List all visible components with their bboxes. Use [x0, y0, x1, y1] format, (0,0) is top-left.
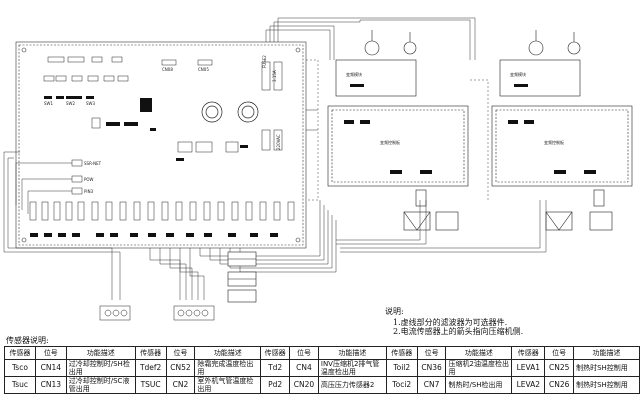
- col-function: 功能描述: [445, 346, 513, 360]
- cn05-label: CN05: [198, 67, 209, 72]
- notes-line1: 1.虚线部分的滤波器为可选器件.: [393, 318, 508, 327]
- module2-control-label: 变频控制板: [544, 140, 564, 145]
- sensor-cell: LEVA1: [511, 359, 546, 377]
- col-function: 功能描述: [65, 346, 136, 360]
- position-cell: CN36: [416, 359, 447, 377]
- col-position: 位号: [34, 346, 67, 360]
- position-cell: CN14: [34, 359, 67, 377]
- sensor-cell: TSUC: [134, 376, 167, 394]
- pin-label: PIN3: [84, 189, 94, 194]
- main-control-board: [15, 41, 307, 249]
- function-cell: 压缩机2油温度检出用: [445, 359, 513, 377]
- col-position: 位号: [289, 346, 319, 360]
- function-cell: 制热时/SH检出用: [445, 376, 513, 394]
- function-cell: 过冷却控制时/SH检出用: [65, 359, 136, 377]
- function-cell: INV压缩机2排气管温度检出用: [317, 359, 387, 377]
- position-cell: CN4: [289, 359, 319, 377]
- function-cell: 室外机气管温度检出用: [194, 376, 262, 394]
- position-cell: CN25: [544, 359, 575, 377]
- sensor-cell: Toil2: [385, 359, 418, 377]
- col-sensor: 传感器: [134, 346, 167, 360]
- sensor-cell: Toci2: [385, 376, 418, 394]
- function-cell: 除霜完成温度检出用: [194, 359, 262, 377]
- function-cell: 制热时SH控制用: [573, 376, 640, 394]
- position-cell: CN26: [544, 376, 575, 394]
- sensor-legend-table: 传感器 位号 功能描述 传感器 位号 功能描述 传感器 位号 功能描述 传感器 …: [4, 346, 640, 394]
- sensor-cell: Pd2: [260, 376, 291, 394]
- module1-control-label: 变频控制板: [380, 140, 400, 145]
- inverter-module-2: [491, 30, 633, 231]
- module2-inverter-label: 变频模块: [510, 72, 526, 77]
- legend-header-row: 传感器 位号 功能描述 传感器 位号 功能描述 传感器 位号 功能描述 传感器 …: [4, 346, 640, 360]
- col-position: 位号: [544, 346, 575, 360]
- position-cell: CN52: [165, 359, 196, 377]
- sensor-connectors: [99, 305, 215, 321]
- function-cell: 过冷却控制时/SC液管出用: [65, 376, 136, 394]
- notes-heading: 说明:: [385, 307, 404, 316]
- col-sensor: 传感器: [511, 346, 546, 360]
- function-cell: 制热时SH控制用: [573, 359, 640, 377]
- sw3-label: SW3: [86, 101, 96, 106]
- sensor-cell: Td2: [260, 359, 291, 377]
- wiring-diagram: [3, 17, 633, 321]
- sensor-cell: Tsco: [4, 359, 36, 377]
- ssr-label: SSR-NET: [84, 161, 102, 166]
- sensor-cell: Tdef2: [134, 359, 167, 377]
- terminal-row: [29, 201, 295, 221]
- sensor-cell: Tsuc: [4, 376, 36, 394]
- col-position: 位号: [165, 346, 196, 360]
- fuse-rating-label: 3.15A: [272, 70, 277, 82]
- col-sensor: 传感器: [260, 346, 291, 360]
- function-cell: 高压压力传感器2: [317, 376, 387, 394]
- position-cell: CN20: [289, 376, 319, 394]
- table-row: Tsco CN14 过冷却控制时/SH检出用 Tdef2 CN52 除霜完成温度…: [4, 359, 640, 377]
- capacitors: [201, 101, 259, 123]
- legend-title: 传感器说明:: [6, 336, 49, 345]
- col-function: 功能描述: [573, 346, 640, 360]
- pow-label: POW: [84, 177, 94, 182]
- fuse-label: FUSE2: [262, 55, 267, 68]
- sw1-label: SW1: [44, 101, 54, 106]
- power-label: 220VAC: [276, 134, 281, 150]
- table-row: Tsuc CN13 过冷却控制时/SC液管出用 TSUC CN2 室外机气管温度…: [4, 376, 640, 394]
- module1-inverter-label: 变频模块: [346, 72, 362, 77]
- col-function: 功能描述: [194, 346, 262, 360]
- position-cell: CN7: [416, 376, 447, 394]
- col-function: 功能描述: [317, 346, 387, 360]
- col-sensor: 传感器: [385, 346, 418, 360]
- cn08-label: CN08: [162, 67, 173, 72]
- col-sensor: 传感器: [4, 346, 36, 360]
- inverter-module-1: [327, 30, 469, 231]
- notes-line2: 2.电流传感器上的箭头指向压缩机侧.: [393, 327, 524, 336]
- top-connectors: [43, 56, 213, 82]
- position-cell: CN2: [165, 376, 196, 394]
- position-cell: CN13: [34, 376, 67, 394]
- sw2-label: SW2: [66, 101, 76, 106]
- sensor-cell: LEVA2: [511, 376, 546, 394]
- col-position: 位号: [416, 346, 447, 360]
- pin-headers: [44, 96, 248, 161]
